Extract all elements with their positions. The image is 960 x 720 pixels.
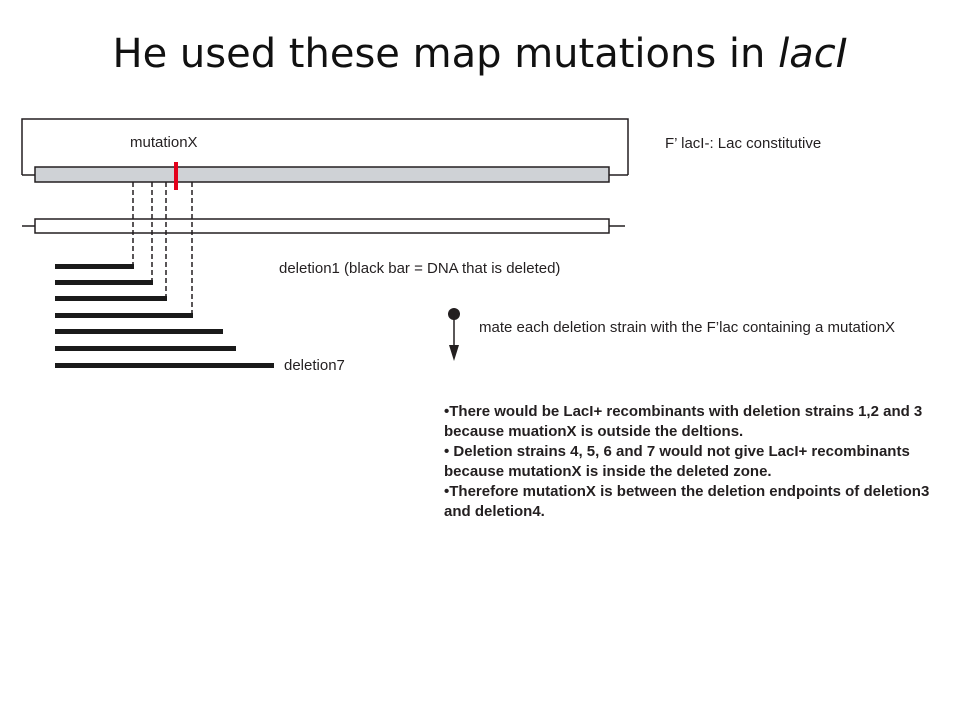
chromosome-lacI-bar [34,218,610,234]
deletion-bar-7 [55,363,274,368]
mate-arrow-head [449,345,459,361]
deletion-bar-5 [55,329,223,334]
slide-title-gene: lacI [778,31,848,77]
plasmid-genotype-label: F’ lacI-: Lac constitutive [665,135,822,152]
deletion-bar-4 [55,313,193,318]
slide-title: He used these map mutations in lacI [0,28,960,80]
note-item: •Therefore mutationX is between the dele… [444,483,930,520]
plasmid-lacI-bar [34,166,610,183]
deletion-bar-6 [55,346,236,351]
mate-instruction: mate each deletion strain with the F’lac… [479,319,896,336]
conclusion-notes: •There would be LacI+ recombinants with … [444,402,954,522]
note-item: • Deletion strains 4, 5, 6 and 7 would n… [444,443,910,480]
deletion7-label: deletion7 [284,357,345,374]
note-item: •There would be LacI+ recombinants with … [444,403,923,440]
plasmid-loop [21,118,629,175]
mutation-x-label: mutationX [130,134,198,151]
deletion1-label: deletion1 (black bar = DNA that is delet… [279,260,561,277]
deletion-bar-3 [55,296,167,301]
slide-title-text: He used these map mutations in [112,31,779,77]
deletion-bar-1 [55,264,134,269]
deletion-bar-2 [55,280,153,285]
